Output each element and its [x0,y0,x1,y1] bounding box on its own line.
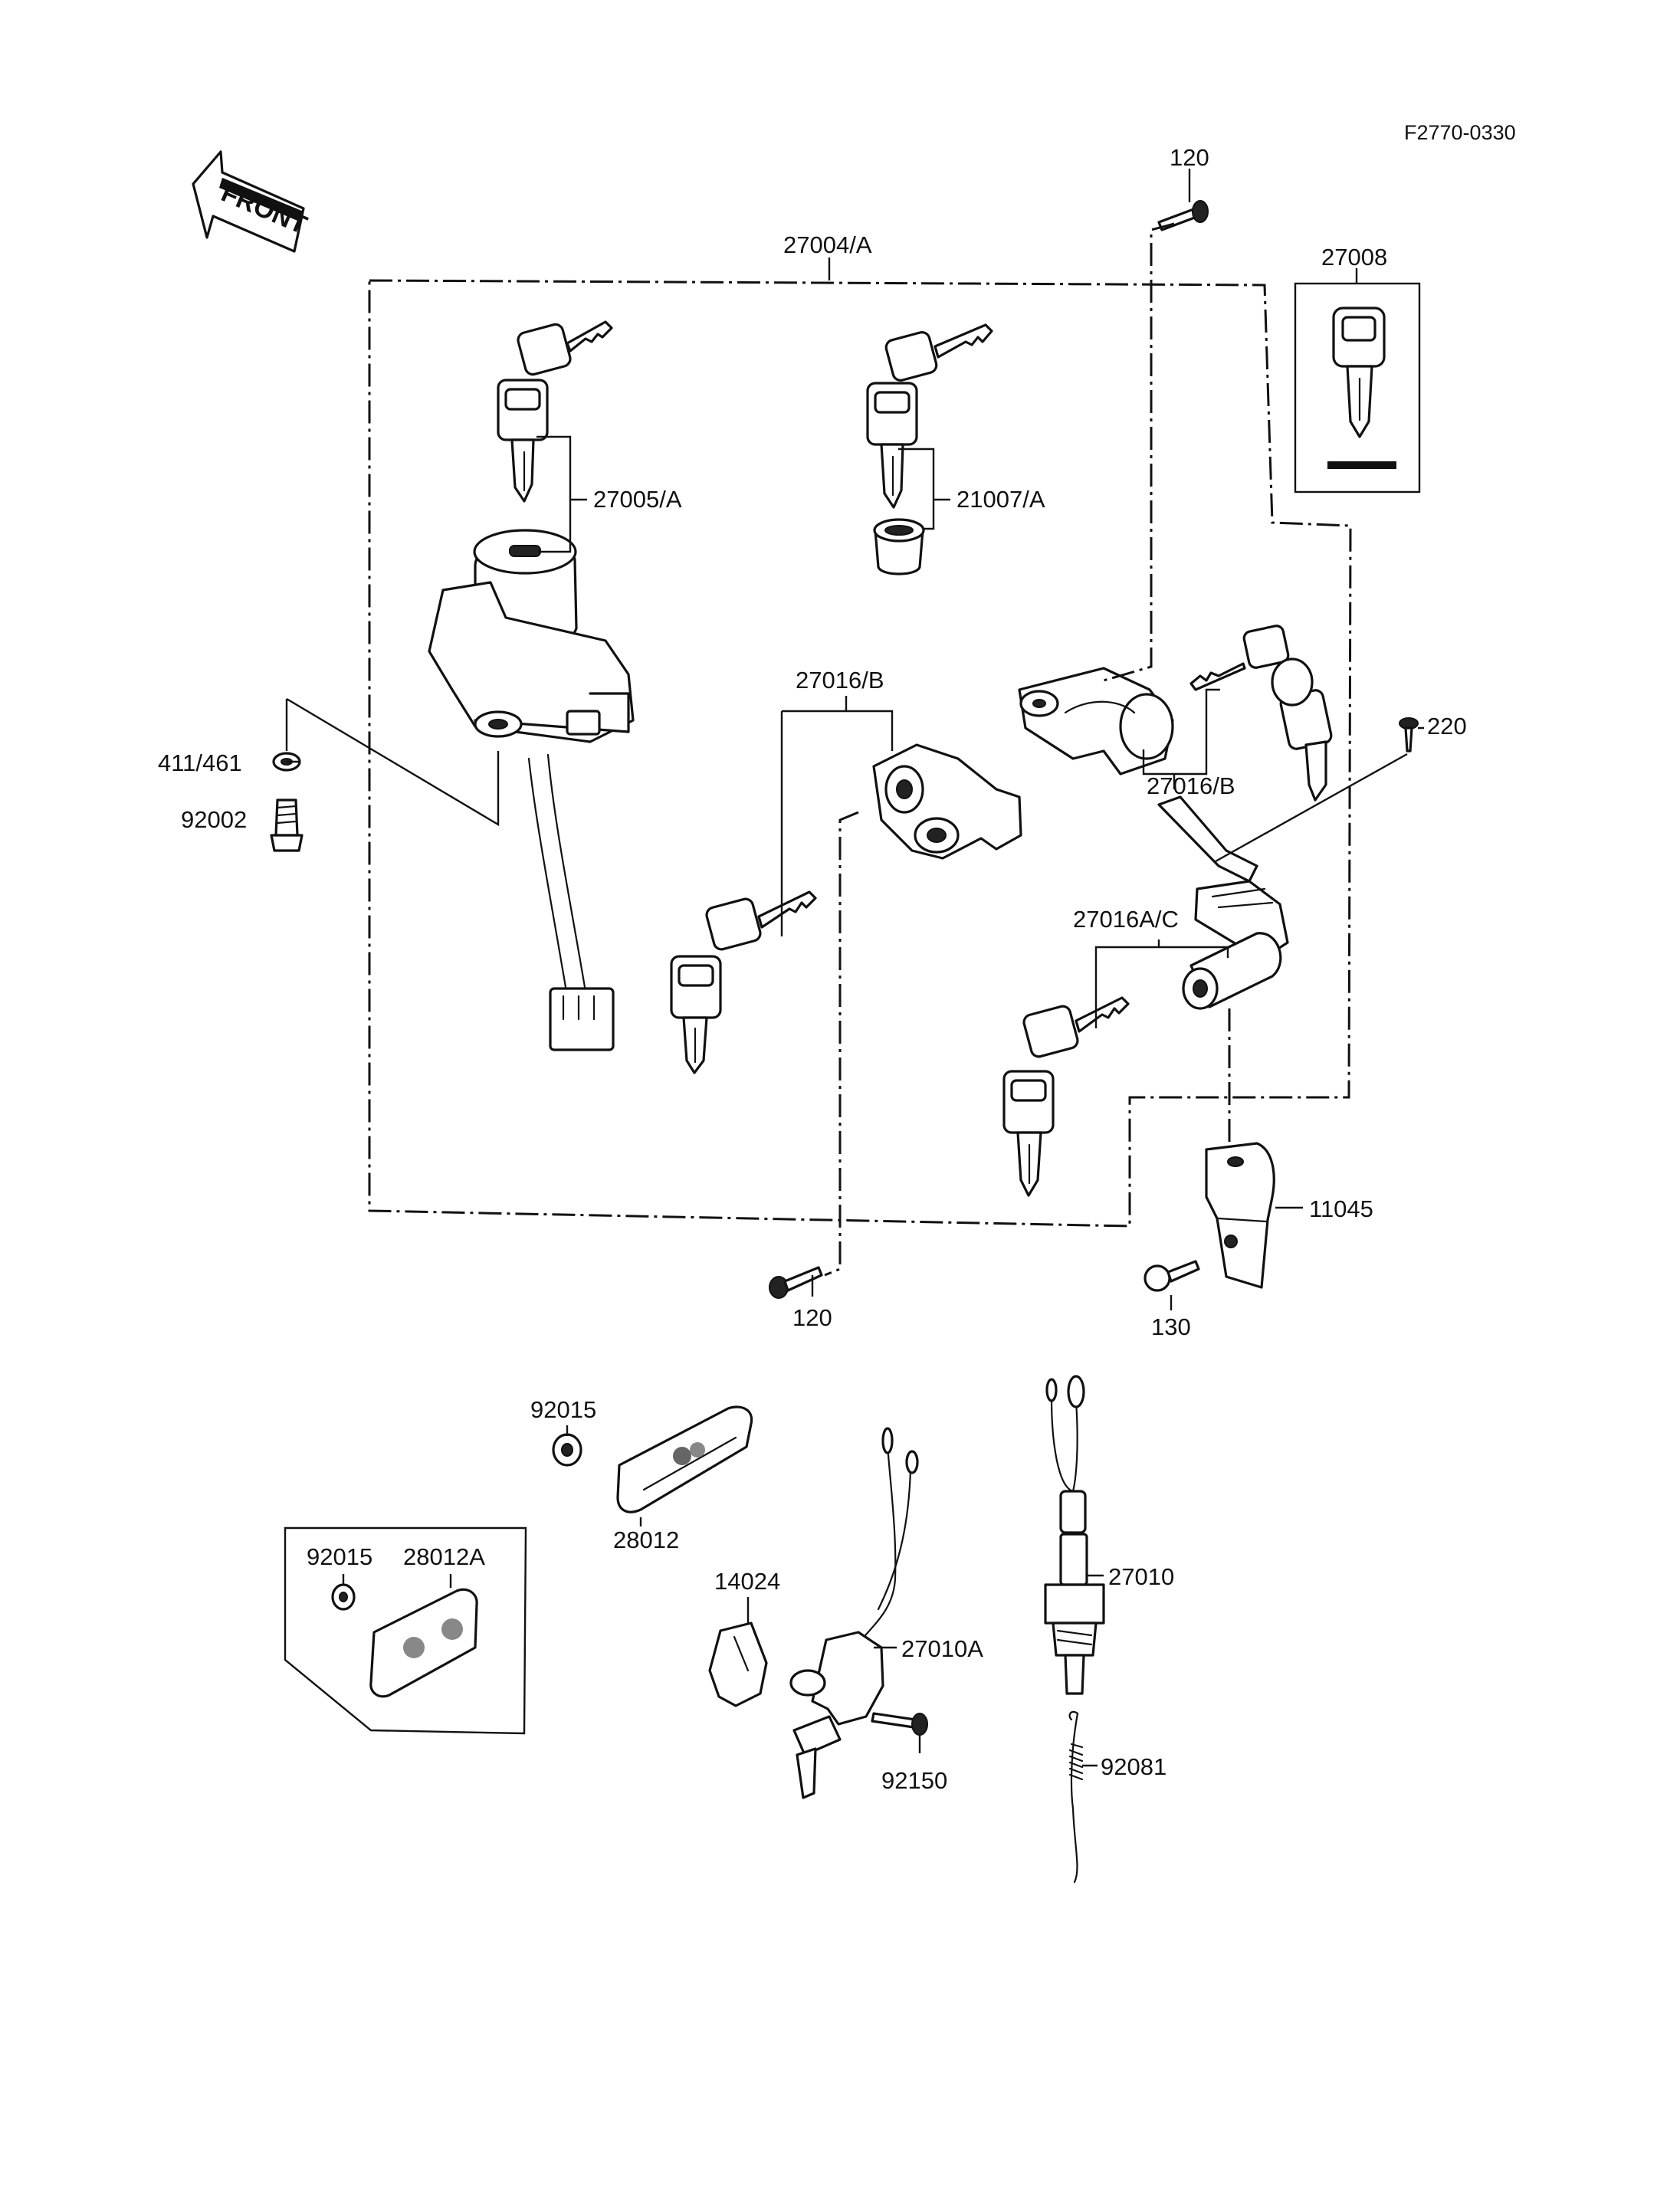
label-nut-2: 92015 [307,1543,372,1570]
label-holder: 14024 [714,1568,780,1595]
screw-icon [1399,717,1419,753]
seat-lock-key-set-icon [670,890,817,1074]
bolt-left-icon [270,798,304,852]
label-cap-lock: 21007/A [956,486,1045,513]
reflector-icon [616,1405,753,1513]
switch-a-icon [789,1427,919,1799]
spring-icon [1068,1710,1084,1884]
cap-lock-key-set-icon [866,323,993,509]
ignition-switch-icon [428,529,635,1051]
label-bolt-switch: 92150 [881,1767,947,1794]
holder-icon [708,1622,768,1707]
steering-lock-icon [1157,795,1289,1010]
front-arrow-icon: FRONT [192,150,311,253]
nut-2-icon [331,1583,356,1611]
ignition-key-set-icon [497,320,613,503]
leader-lines [285,169,1424,1767]
label-spring: 92081 [1101,1753,1166,1780]
bracket-icon [1205,1142,1275,1289]
label-helmet-lock: 27016/B [1147,772,1235,799]
cap-lock-cylinder-icon [873,518,925,575]
label-bolt-bracket: 130 [1151,1313,1191,1340]
label-key-blank: 27008 [1321,244,1387,271]
key-blank-icon [1327,307,1396,469]
diagram-code: F2770-0330 [1404,121,1516,144]
switch-icon [1044,1375,1105,1695]
label-kit: 27004/A [783,231,872,258]
label-washer: 411/461 [158,749,242,776]
label-nut-1: 92015 [530,1396,596,1423]
nut-icon [552,1433,582,1467]
label-switch: 27010 [1108,1563,1174,1590]
bolt-bottom-icon [769,1266,823,1299]
label-reflector-a: 28012A [403,1543,485,1570]
label-bolt-left: 92002 [181,806,247,833]
helmet-lock-icon [1018,667,1174,776]
label-seat-lock: 27016/B [796,667,884,694]
seat-lock-icon [872,743,1022,860]
label-screw: 220 [1427,713,1467,739]
bolt-switch-icon [871,1712,928,1736]
label-reflector: 28012 [613,1526,679,1553]
steering-lock-key-set-icon [1002,996,1130,1197]
helmet-lock-key-set-icon [1189,625,1333,802]
label-steering-lock: 27016A/C [1073,906,1179,933]
kit-boundary [368,279,1352,1228]
reflector-a-box [284,1526,527,1735]
bolt-bracket-icon [1144,1260,1200,1292]
label-bracket: 11045 [1309,1195,1373,1222]
label-ignition-switch: 27005/A [593,486,682,513]
label-bolt-top: 120 [1170,144,1209,171]
label-bolt-bottom: 120 [792,1304,832,1331]
label-switch-a: 27010A [901,1635,983,1662]
reflector-a-icon [369,1588,478,1698]
